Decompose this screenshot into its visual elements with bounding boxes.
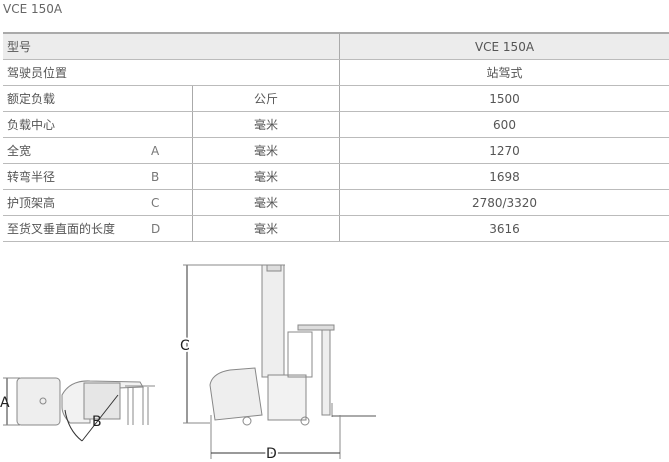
row-label: 负载中心 [3, 111, 147, 138]
row-value: 1698 [339, 163, 669, 190]
row-label: 全宽 [3, 137, 147, 164]
row-code [147, 85, 193, 112]
row-value: 3616 [339, 215, 669, 242]
forklift-diagram: A B C D [0, 264, 376, 462]
row-value: 1500 [339, 85, 669, 112]
row-code: C [147, 189, 193, 216]
table-header-row: 型号 VCE 150A [3, 32, 669, 60]
row-unit: 毫米 [192, 163, 340, 190]
dimension-label-b: B [92, 414, 102, 430]
row-unit: 毫米 [192, 137, 340, 164]
side-view-drawing [183, 264, 376, 459]
row-label: 护顶架高 [3, 189, 147, 216]
row-value: 站驾式 [339, 59, 669, 86]
row-code: A [147, 137, 193, 164]
row-code: B [147, 163, 193, 190]
header-label: 型号 [3, 32, 340, 60]
row-label: 额定负载 [3, 85, 147, 112]
row-value: 600 [339, 111, 669, 138]
row-value: 1270 [339, 137, 669, 164]
dimension-label-c: C [180, 338, 190, 354]
row-code: D [147, 215, 193, 242]
row-unit: 公斤 [192, 85, 340, 112]
row-unit: 毫米 [192, 189, 340, 216]
row-label: 至货叉垂直面的长度 [3, 215, 147, 242]
header-value: VCE 150A [339, 32, 669, 60]
dimension-label-a: A [0, 395, 10, 411]
row-code [147, 111, 193, 138]
row-label: 转弯半径 [3, 163, 147, 190]
table-row: 驾驶员位置 站驾式 [3, 59, 669, 86]
page-title: VCE 150A [3, 2, 63, 16]
row-value: 2780/3320 [339, 189, 669, 216]
row-unit: 毫米 [192, 215, 340, 242]
top-view-drawing [3, 377, 155, 442]
row-label: 驾驶员位置 [3, 59, 340, 86]
dimension-label-d: D [266, 446, 277, 462]
row-unit: 毫米 [192, 111, 340, 138]
